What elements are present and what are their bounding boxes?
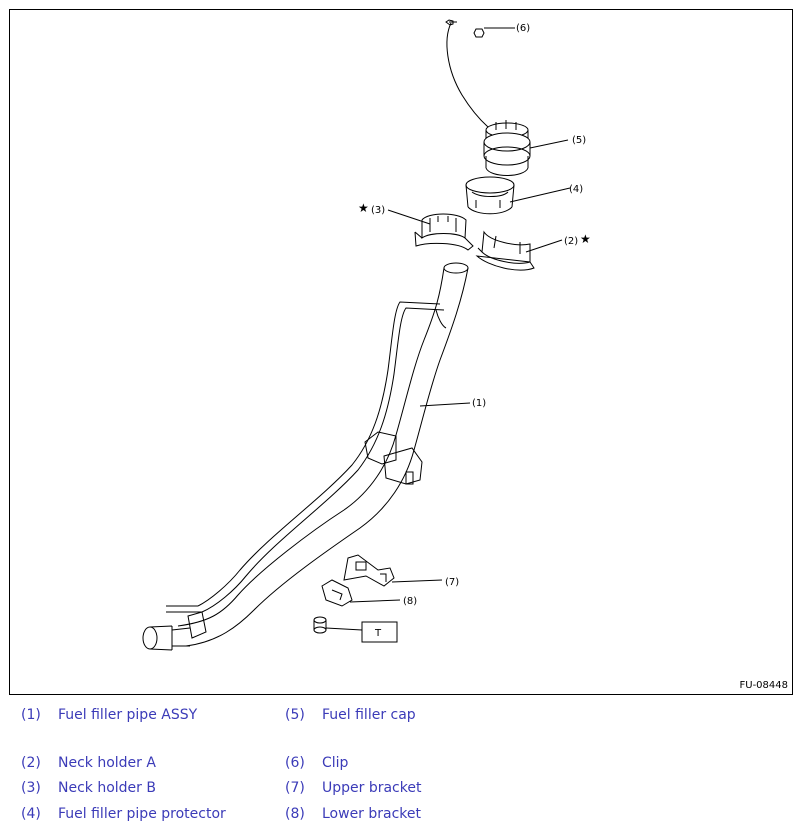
leader-1 [419, 402, 471, 407]
neck-holder-a [475, 230, 535, 271]
clip-head [473, 28, 485, 38]
exploded-view-diagram: (6) (5) (4) ★ (3) (2) ★ (1) (7) (8) T FU… [9, 9, 793, 695]
star-3: ★ [358, 201, 369, 215]
fuel-filler-pipe-protector [465, 176, 515, 215]
neck-holder-b [414, 213, 474, 251]
leader-7 [391, 579, 443, 583]
leader-8 [349, 599, 401, 603]
callout-3: (3) [371, 205, 385, 216]
callout-1: (1) [472, 398, 486, 409]
legend-label: Lower bracket [322, 806, 422, 822]
legend-label: Neck holder B [58, 780, 156, 796]
upper-bracket-part [343, 554, 395, 587]
callout-7: (7) [445, 577, 459, 588]
callout-4: (4) [569, 184, 583, 195]
fuel-filler-pipe [142, 262, 469, 651]
legend-number: (7) [285, 780, 305, 796]
torque-box [361, 621, 398, 643]
legend-label: Neck holder A [58, 755, 156, 771]
torque-label: T [374, 628, 382, 639]
callout-2: (2) [564, 236, 578, 247]
legend-number: (5) [285, 707, 305, 723]
legend-label: Clip [322, 755, 349, 771]
legend-label: Fuel filler pipe ASSY [58, 707, 198, 723]
legend-label: Fuel filler cap [322, 707, 416, 723]
legend-label: Fuel filler pipe protector [58, 806, 226, 822]
legend-number: (6) [285, 755, 305, 771]
callout-6: (6) [516, 23, 530, 34]
legend-number: (1) [21, 707, 41, 723]
lower-bracket-part [321, 579, 353, 607]
callout-8: (8) [403, 596, 417, 607]
legend-number: (4) [21, 806, 41, 822]
diagram-drawing: (6) (5) (4) ★ (3) (2) ★ (1) (7) (8) T [142, 19, 591, 651]
legend-number: (8) [285, 806, 305, 822]
leader-4 [509, 187, 571, 203]
leader-2 [525, 239, 563, 253]
tether-strap [446, 22, 489, 128]
bolt-part [313, 616, 327, 634]
legend-label: Upper bracket [322, 780, 422, 796]
parts-legend: (1) Fuel filler pipe ASSY (5) Fuel fille… [0, 700, 804, 831]
leader-3 [387, 209, 431, 225]
star-2: ★ [580, 232, 591, 246]
leader-5 [529, 139, 569, 149]
legend-number: (3) [21, 780, 41, 796]
callout-5: (5) [572, 135, 586, 146]
clip-part [445, 19, 457, 26]
fuel-filler-cap [483, 120, 531, 176]
leader-t [325, 627, 363, 631]
legend-number: (2) [21, 755, 41, 771]
figure-code: FU-08448 [739, 680, 789, 691]
